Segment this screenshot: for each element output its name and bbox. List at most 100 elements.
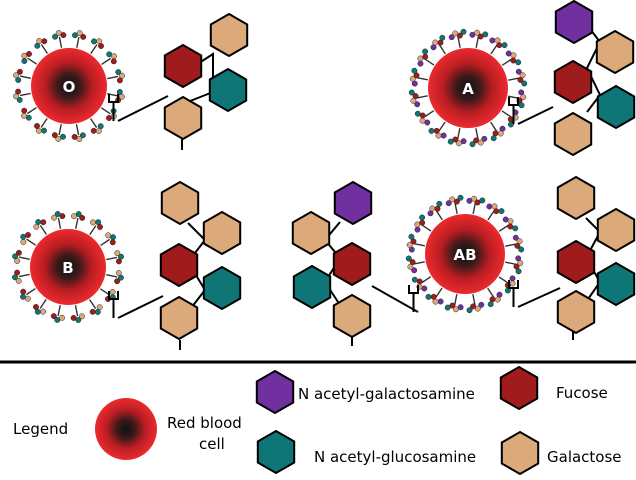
- galactose-hexagon: [553, 111, 593, 157]
- n-acetyl-glucosamine-dot: [428, 127, 435, 134]
- cell-antigen: [406, 233, 425, 253]
- cell-antigen: [21, 51, 38, 65]
- antigen-stem: [505, 261, 517, 266]
- cell-antigen: [12, 249, 30, 264]
- n-acetyl-glucosamine-dot: [457, 194, 464, 201]
- cell-antigen: [51, 124, 66, 142]
- cell-antigen: [498, 216, 519, 232]
- fucose-dot: [507, 223, 514, 230]
- galactose-dot: [40, 308, 46, 315]
- fucose-dot: [419, 112, 426, 119]
- cell-antigen: [51, 211, 66, 229]
- cell-antigen: [90, 38, 104, 55]
- red-blood-cell-b: [30, 229, 106, 305]
- chain-type-a: [508, 0, 636, 157]
- fucose-hexagon: [163, 43, 203, 89]
- fucose-dot: [493, 208, 500, 215]
- galactose-dot: [55, 135, 62, 142]
- n-acetyl-glucosamine-dot: [521, 80, 528, 87]
- galactose-dot: [477, 139, 484, 146]
- n-acetyl-glucosamine-dot: [466, 307, 473, 314]
- n-acetyl-glucosamine-dot: [518, 102, 525, 109]
- cell-antigen: [414, 214, 432, 233]
- n-acetyl-glucosamine-dot: [512, 225, 519, 232]
- galactose-dot: [90, 219, 96, 226]
- cell-antigen-decorations: [12, 28, 528, 323]
- cell-antigen: [490, 121, 506, 142]
- galactose-hexagon: [202, 210, 242, 256]
- galactose-dot: [109, 289, 116, 295]
- chain-o-link: [117, 95, 169, 122]
- cell-antigen: [33, 219, 48, 235]
- fucose-dot: [433, 127, 440, 134]
- cell-label-a: A: [462, 80, 474, 98]
- galactose-dot: [20, 239, 27, 245]
- cell-antigen: [12, 269, 30, 284]
- n-acetyl-glucosamine-dot: [515, 59, 522, 66]
- n-acetyl-glucosamine-dot: [498, 208, 505, 215]
- galactose-hexagon: [596, 207, 636, 253]
- cell-antigen: [52, 30, 67, 48]
- n-acetyl-glucosamine-dot: [460, 28, 467, 35]
- galactose-dot: [21, 112, 27, 119]
- fucose-hexagon: [159, 242, 199, 288]
- fucose-dot: [16, 68, 23, 75]
- n-acetyl-glucosamine-dot: [41, 127, 47, 134]
- antigen-stem: [490, 121, 498, 132]
- antigen-stem: [57, 305, 61, 317]
- fucose-dot: [106, 115, 112, 121]
- n-acetyl-glucosamine-dot: [75, 211, 82, 218]
- galactose-dot: [407, 263, 414, 270]
- cell-antigen: [107, 89, 125, 104]
- antigen-stem: [435, 210, 443, 221]
- antigen-stem: [438, 121, 446, 132]
- n-acetyl-galactosamine-dot: [515, 68, 522, 75]
- antigen-stem: [58, 124, 62, 136]
- antigen-stem: [18, 256, 30, 260]
- galactose-dot: [15, 277, 22, 284]
- n-acetyl-glucosamine-hexagon: [596, 84, 636, 130]
- cell-antigen: [106, 250, 124, 265]
- fucose-dot: [470, 303, 477, 310]
- fucose-dot: [430, 293, 437, 300]
- fucose-dot: [109, 239, 116, 246]
- n-acetyl-glucosamine-hexagon: [292, 264, 332, 310]
- antigen-stem: [435, 287, 443, 298]
- galactose-dot: [118, 93, 125, 100]
- galactose-hexagon: [160, 180, 200, 226]
- galactose-hexagon: [163, 95, 203, 141]
- n-acetyl-glucosamine-dot: [94, 309, 101, 315]
- antigen-stem: [100, 107, 111, 115]
- galactose-hexagon: [595, 29, 635, 75]
- fucose-dot: [409, 259, 416, 266]
- antigen-stem: [107, 75, 119, 80]
- antigen-stem: [101, 57, 112, 66]
- cell-antigen: [427, 200, 443, 221]
- n-acetyl-glucosamine-dot: [411, 67, 418, 74]
- cell-antigen: [34, 38, 49, 54]
- fucose-dot: [50, 313, 57, 320]
- galactose-dot: [419, 117, 426, 124]
- fucose-hexagon: [553, 59, 593, 105]
- fucose-dot: [80, 33, 87, 40]
- n-acetyl-galactosamine-dot: [509, 275, 516, 282]
- n-acetyl-glucosamine-dot: [12, 253, 19, 260]
- cell-antigen: [501, 109, 519, 128]
- galactose-dot: [111, 53, 117, 60]
- n-acetyl-glucosamine-dot: [110, 234, 116, 241]
- n-acetyl-glucosamine-dot: [91, 38, 97, 45]
- cell-antigen: [445, 194, 464, 214]
- fucose-dot: [114, 278, 121, 285]
- fucose-dot: [97, 224, 103, 230]
- n-acetyl-glucosamine-dot: [79, 132, 86, 139]
- cell-antigen: [469, 29, 489, 48]
- cell-antigen: [505, 234, 525, 253]
- fucose-dot: [26, 51, 32, 57]
- galactose-dot: [78, 313, 85, 320]
- fucose-dot: [79, 214, 86, 221]
- cell-antigen: [489, 37, 508, 55]
- antigen-stem: [99, 288, 110, 296]
- chain-b-link: [117, 295, 164, 319]
- antigen-stem: [18, 273, 30, 278]
- cell-antigen: [89, 118, 104, 134]
